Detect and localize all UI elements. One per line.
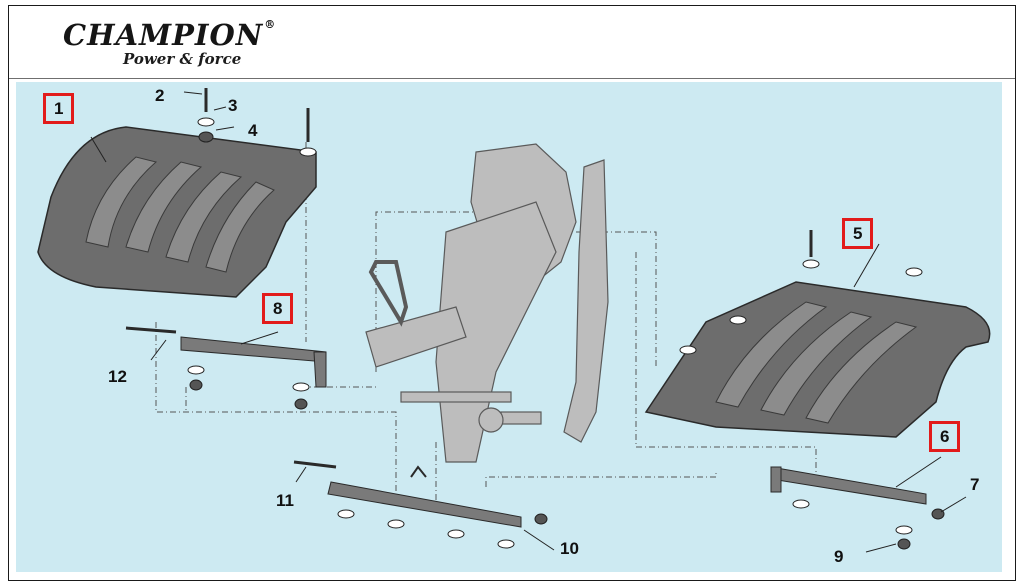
header: CHAMPION® Power & force [9, 6, 1015, 79]
callout-9: 9 [834, 547, 844, 566]
bracket-bottom [327, 465, 522, 528]
leader-lines [90, 91, 967, 553]
callout-12: 12 [108, 367, 127, 386]
bracket-left [180, 336, 327, 388]
callout-7: 7 [970, 475, 980, 494]
callout-8: 8 [262, 293, 294, 324]
brand-tagline: Power & force [123, 50, 242, 68]
tiller-frame [365, 143, 609, 463]
bolts [125, 88, 813, 469]
brand-logo: CHAMPION® [63, 18, 276, 52]
parts-diagram: 1 2 3 4 5 6 7 8 9 10 11 12 [16, 82, 1002, 572]
bracket-right [770, 466, 927, 505]
left-shield-plate [37, 126, 317, 298]
callout-6: 6 [929, 421, 961, 452]
brand-registered-mark: ® [264, 18, 277, 31]
callout-11: 11 [276, 491, 294, 510]
exploded-view [37, 88, 991, 553]
brand-name: CHAMPION [63, 18, 264, 52]
callout-1: 1 [43, 93, 75, 124]
callout-2: 2 [155, 86, 165, 105]
callout-10: 10 [560, 539, 579, 558]
right-shield-plate [644, 281, 991, 438]
washers-nuts [187, 117, 945, 550]
callout-4: 4 [248, 121, 258, 140]
callout-5: 5 [842, 218, 874, 249]
callout-3: 3 [228, 96, 238, 115]
